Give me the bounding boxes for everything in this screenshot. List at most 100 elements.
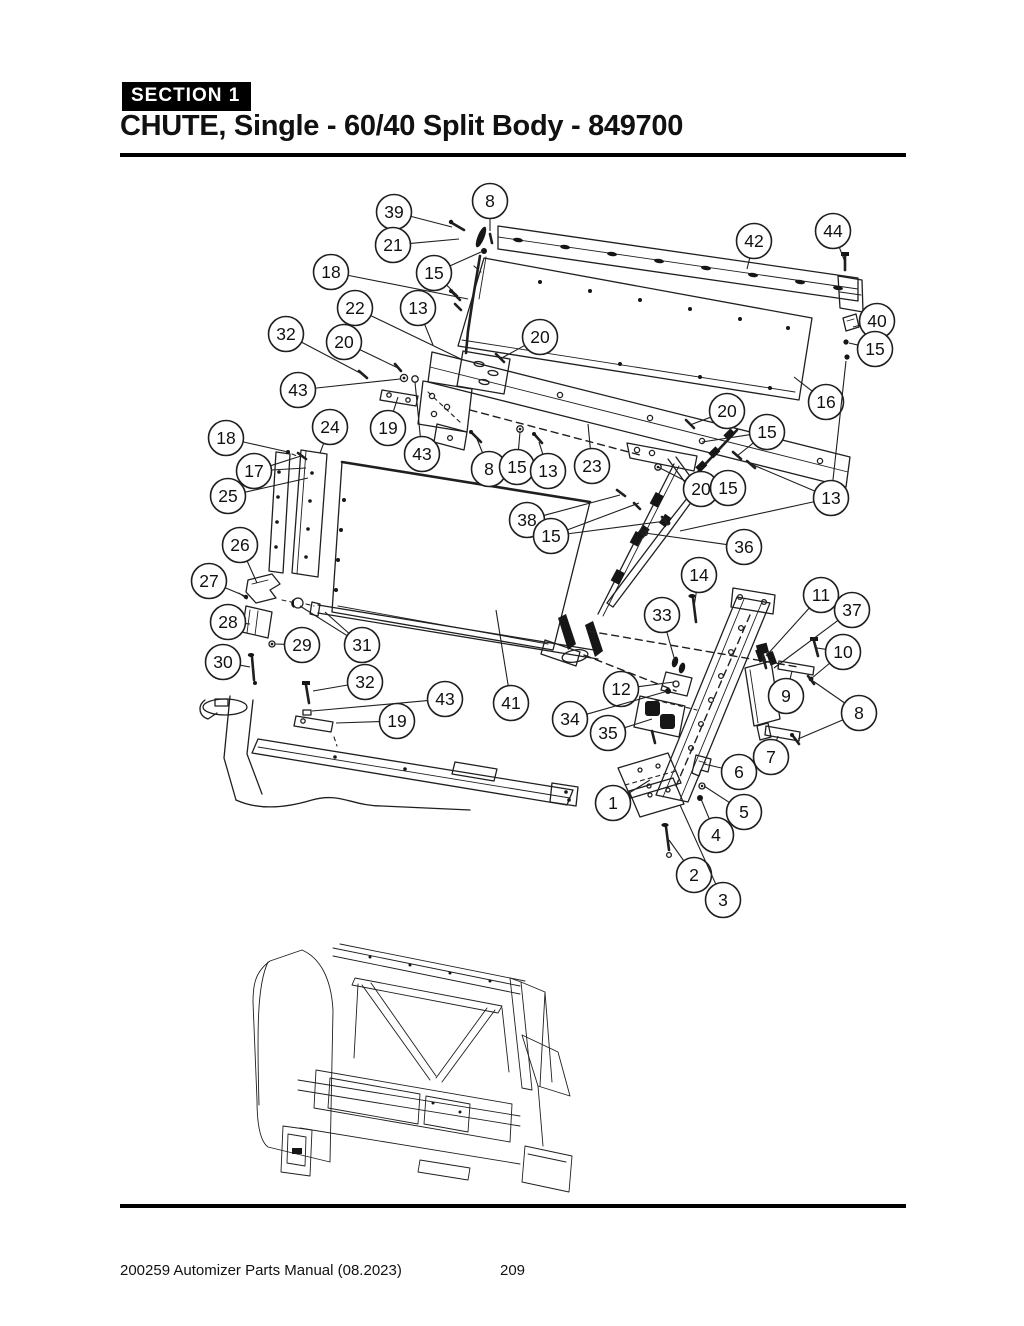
callout-number: 24 (320, 417, 340, 437)
callout-42: 42 (735, 222, 773, 270)
callout-number: 2 (689, 865, 699, 885)
callout-number: 4 (711, 825, 721, 845)
callout-number: 1 (608, 793, 618, 813)
section-badge: SECTION 1 (122, 82, 252, 111)
callout-number: 32 (276, 324, 295, 344)
callout-number: 19 (387, 711, 406, 731)
callout-5: 5 (703, 785, 763, 831)
callout-number: 12 (611, 679, 630, 699)
callout-15: 15 (498, 431, 536, 486)
bracket-cluster-22 (357, 350, 544, 451)
callout-number: 23 (582, 456, 601, 476)
footer-rule (120, 1204, 906, 1208)
callout-number: 42 (744, 231, 763, 251)
pull-rod-31 (291, 597, 799, 692)
callout-11: 11 (765, 576, 840, 657)
callout-15: 15 (848, 330, 894, 368)
callout-10: 10 (811, 633, 862, 679)
callout-44: 44 (814, 212, 852, 263)
pivot-channel-1 (617, 587, 778, 859)
callout-24: 24 (311, 408, 349, 454)
callout-15: 15 (701, 413, 786, 457)
callout-15: 15 (709, 469, 747, 507)
callout-13: 13 (529, 441, 567, 490)
callout-29: 29 (274, 626, 321, 664)
footer-manual-name: 200259 Automizer Parts Manual (08.2023) (120, 1262, 402, 1279)
callout-number: 31 (352, 635, 371, 655)
callout-15: 15 (415, 251, 482, 297)
callout-23: 23 (573, 423, 611, 485)
footer-page-number: 209 (500, 1262, 526, 1279)
callout-20: 20 (499, 318, 559, 360)
callout-20: 20 (689, 392, 746, 430)
callout-33: 33 (643, 596, 681, 662)
callout-number: 16 (816, 392, 835, 412)
cross-channel-23 (427, 351, 851, 488)
actuator-9 (744, 637, 820, 746)
callout-number: 36 (734, 537, 753, 557)
callout-number: 8 (484, 459, 494, 479)
callout-number: 3 (718, 890, 728, 910)
callout-8: 8 (471, 182, 509, 231)
callout-36: 36 (644, 528, 763, 566)
callout-1: 1 (594, 779, 651, 822)
callout-43: 43 (311, 680, 464, 718)
callout-number: 38 (517, 510, 536, 530)
callout-number: 22 (345, 298, 364, 318)
top-rail-42 (497, 225, 864, 360)
callout-8: 8 (797, 680, 878, 740)
page-title: CHUTE, Single - 60/40 Split Body - 84970… (120, 110, 684, 142)
hinge-hardware-top-left (448, 219, 494, 355)
callout-number: 8 (854, 703, 864, 723)
callout-number: 43 (435, 689, 454, 709)
callout-19: 19 (369, 396, 407, 447)
callout-26: 26 (221, 526, 259, 584)
callout-number: 44 (823, 221, 843, 241)
callout-number: 43 (288, 380, 307, 400)
pivot-bracket-26 (238, 573, 292, 685)
adjuster-rod-36 (597, 463, 680, 617)
callout-9: 9 (767, 670, 805, 715)
callout-16: 16 (793, 376, 845, 421)
callout-number: 29 (292, 635, 311, 655)
callout-number: 34 (560, 709, 580, 729)
callout-number: 15 (757, 422, 776, 442)
callout-number: 26 (230, 535, 249, 555)
callout-number: 15 (541, 526, 560, 546)
callout-number: 30 (213, 652, 233, 672)
callout-number: 20 (717, 401, 737, 421)
callout-34: 34 (551, 690, 669, 738)
callout-7: 7 (752, 735, 790, 776)
callout-3: 3 (679, 804, 742, 919)
callout-31: 31 (299, 605, 381, 664)
callout-14: 14 (680, 556, 718, 608)
callout-6: 6 (703, 753, 758, 791)
callout-number: 19 (378, 418, 397, 438)
callout-number: 15 (424, 263, 443, 283)
callout-number: 18 (321, 262, 340, 282)
callout-number: 15 (507, 457, 526, 477)
callout-35: 35 (589, 714, 653, 752)
callout-15: 15 (532, 502, 667, 555)
callout-22: 22 (336, 289, 464, 361)
callout-21: 21 (374, 226, 460, 264)
callout-4: 4 (697, 798, 735, 854)
callout-number: 8 (485, 191, 495, 211)
callout-number: 18 (216, 428, 235, 448)
callout-number: 41 (501, 693, 520, 713)
callout-32: 32 (312, 663, 384, 701)
callout-32: 32 (267, 315, 363, 375)
callout-number: 10 (833, 642, 853, 662)
callout-20: 20 (325, 323, 399, 369)
callout-number: 39 (384, 202, 403, 222)
callout-number: 15 (865, 339, 884, 359)
callout-number: 35 (598, 723, 617, 743)
callout-number: 28 (218, 612, 237, 632)
callout-43: 43 (403, 381, 441, 473)
callout-number: 20 (334, 332, 354, 352)
callout-27: 27 (190, 562, 246, 600)
callout-30: 30 (204, 643, 251, 681)
callout-number: 11 (812, 585, 830, 605)
